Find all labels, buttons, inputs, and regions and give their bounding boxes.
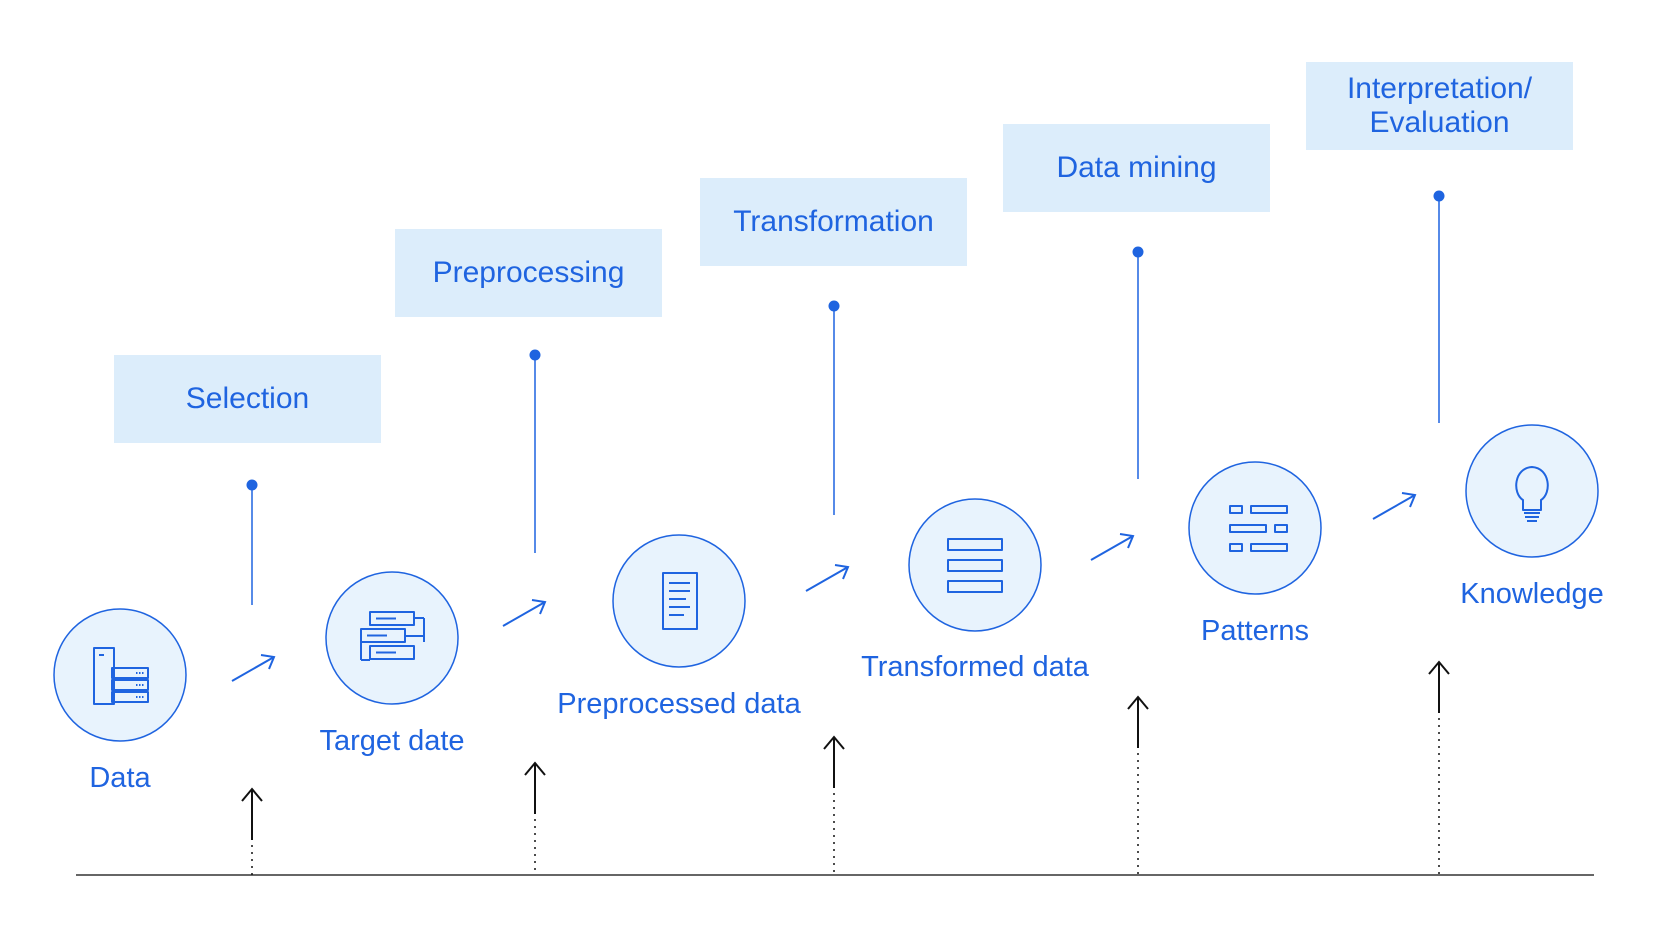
node-label-data: Data [89,762,151,794]
node-label-transformed-data: Transformed data [861,651,1089,683]
flow-arrow-5 [1372,492,1417,520]
step-box-interpretation: Interpretation/ Evaluation [1306,62,1573,150]
flow-arrow-3 [805,564,850,592]
flow-arrow-1 [231,654,276,682]
database-server-icon [93,647,149,705]
flow-arrow-4 [1090,533,1135,561]
step-connector-5 [1433,190,1445,423]
step-box-selection: Selection [114,355,381,443]
server-stack-icon [360,611,425,661]
up-arrow-1 [241,787,263,875]
flow-arrow-2 [502,599,547,627]
up-arrow-3 [823,735,845,875]
up-arrow-4 [1127,695,1149,875]
step-connector-2 [529,349,541,553]
step-box-transformation: Transformation [700,178,967,266]
table-rows-icon [947,538,1003,593]
step-label-data-mining: Data mining [1056,151,1217,184]
step-label-preprocessing: Preprocessing [432,256,625,289]
up-arrow-2 [524,761,546,875]
node-circle-target [325,571,459,705]
node-circle-data [53,608,187,742]
pattern-grid-icon [1229,505,1288,552]
node-label-patterns: Patterns [1201,615,1309,647]
step-box-preprocessing: Preprocessing [395,229,662,317]
node-label-target-date: Target date [319,725,465,757]
node-circle-transformed [908,498,1042,632]
node-circle-preprocessed [612,534,746,668]
node-label-preprocessed-data: Preprocessed data [557,688,801,720]
node-circle-patterns [1188,461,1322,595]
step-label-interpretation: Interpretation/ Evaluation [1346,72,1533,139]
step-connector-4 [1132,246,1144,479]
document-list-icon [662,572,698,630]
node-label-knowledge: Knowledge [1460,578,1604,610]
lightbulb-icon [1515,466,1549,522]
step-box-data-mining: Data mining [1003,124,1270,212]
step-connector-3 [828,300,840,515]
step-connector-1 [246,479,258,605]
up-arrow-5 [1428,660,1450,875]
node-circle-knowledge [1465,424,1599,558]
step-label-transformation: Transformation [733,205,934,238]
step-label-selection: Selection [185,382,310,415]
